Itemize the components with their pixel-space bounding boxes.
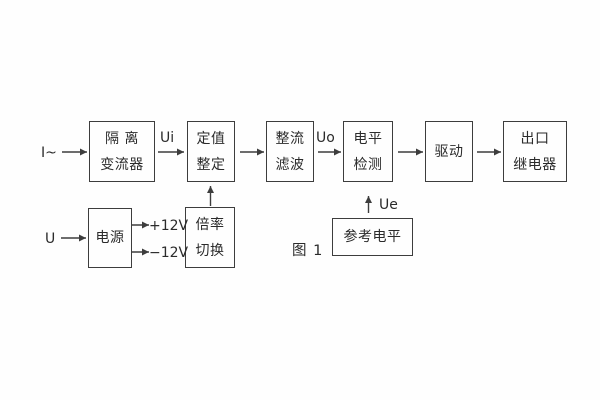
- block-label-line: 变流器: [100, 156, 144, 173]
- label-plus-12v: +12V: [149, 218, 189, 234]
- label-ui: Ui: [160, 130, 175, 146]
- block-isolation-transformer: 隔 离 变流器: [89, 121, 155, 182]
- block-label-line: 参考电平: [343, 229, 402, 245]
- block-label-line: 电平: [353, 130, 383, 147]
- block-output-relay: 出口 继电器: [503, 121, 567, 182]
- block-rectifier-filter: 整流 滤波: [266, 121, 314, 182]
- block-label-line: 整定: [196, 156, 226, 173]
- block-label-line: 继电器: [513, 156, 557, 173]
- block-setpoint-adjust: 定值 整定: [187, 121, 235, 182]
- figure-caption: 图 1: [292, 243, 324, 259]
- block-level-detector: 电平 检测: [343, 121, 393, 182]
- label-uo: Uo: [316, 130, 335, 146]
- block-label-line: 电源: [95, 230, 125, 246]
- block-label-line: 检测: [353, 156, 383, 173]
- label-minus-12v: −12V: [149, 245, 189, 261]
- label-ue: Ue: [379, 197, 398, 213]
- block-label-line: 切换: [195, 242, 225, 259]
- block-label-line: 倍率: [195, 216, 225, 233]
- block-driver: 驱动: [425, 121, 473, 182]
- block-label-line: 滤波: [275, 156, 305, 173]
- label-input-voltage: U: [45, 231, 56, 247]
- block-label-line: 定值: [196, 130, 226, 147]
- block-label-line: 驱动: [434, 143, 464, 160]
- block-label-line: 整流: [275, 130, 305, 147]
- block-label-line: 隔 离: [105, 130, 139, 147]
- block-label-line: 出口: [520, 130, 550, 147]
- block-ratio-switch: 倍率 切换: [185, 207, 235, 268]
- block-reference-level: 参考电平: [332, 218, 413, 256]
- label-input-current: I~: [41, 145, 57, 161]
- block-power-supply: 电源: [88, 208, 132, 268]
